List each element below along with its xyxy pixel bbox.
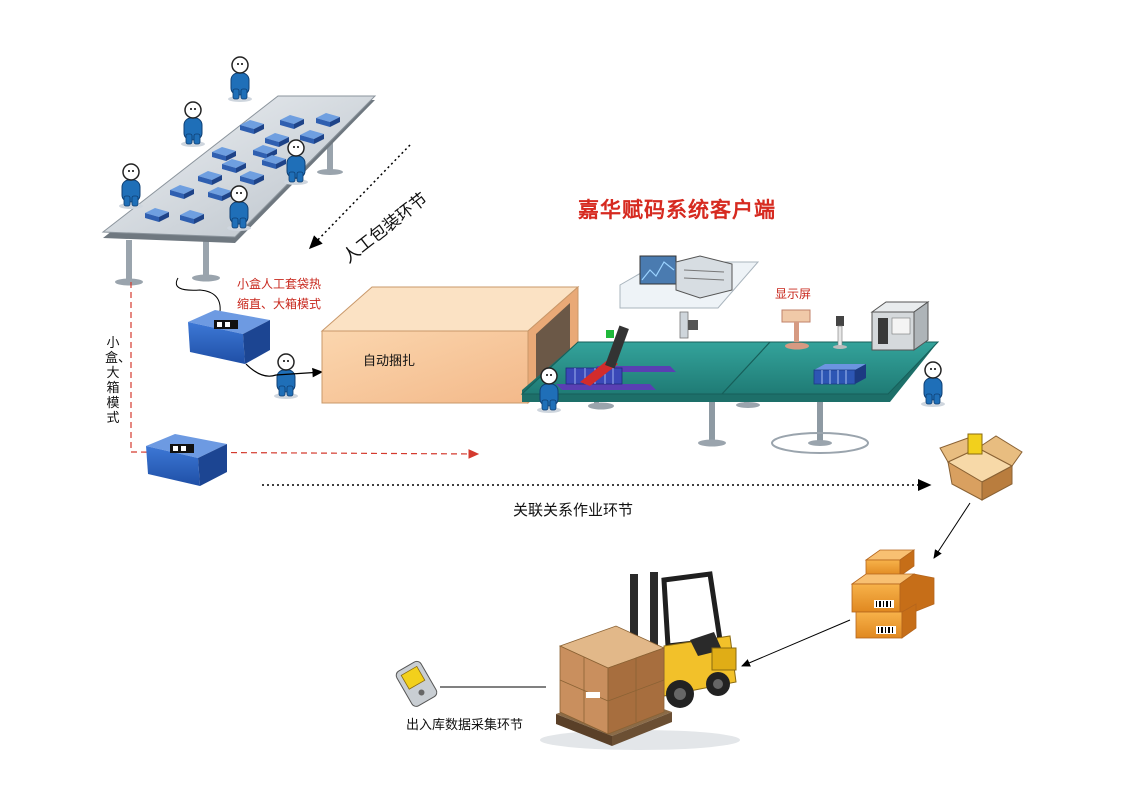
pallet-cartons: [556, 625, 672, 746]
bundler-worker: [273, 353, 299, 400]
blue-crate-2: [146, 434, 227, 486]
display-screen: [781, 309, 811, 350]
auto-bundling-label: 自动捆扎: [363, 354, 416, 369]
pda-device: [395, 660, 438, 707]
label-printer: [870, 301, 930, 351]
crate-to-bundler-arrow: [245, 363, 324, 378]
association-label: 关联关系作业环节: [513, 501, 634, 519]
conveyor-worker-left: [536, 367, 562, 414]
conveyor-product-group: [556, 325, 676, 390]
product-row: [813, 364, 866, 385]
diagram-title: 嘉华赋码系统客户端: [578, 197, 776, 222]
manual-packing-arrow: [308, 144, 411, 250]
vertical-mode-label: 小盒、大箱模式: [105, 336, 132, 426]
warehouse-collection-label: 出入库数据采集环节: [406, 718, 524, 733]
carton-to-stack-arrow: [933, 502, 971, 559]
auto-bundling-machine: [320, 285, 580, 405]
client-computer: [619, 255, 760, 339]
barcode-scanner: [833, 316, 847, 349]
stack-to-forklift-arrow: [741, 619, 851, 667]
conveyor-worker-right: [920, 361, 946, 408]
table-to-crate-curve: [175, 277, 221, 313]
small-box-mode-label-line2: 缩直、大箱模式: [237, 297, 322, 311]
open-carton: [939, 433, 1023, 501]
display-screen-label: 显示屏: [775, 287, 812, 301]
small-box-mode-label-line1: 小盒人工套袋热: [237, 277, 322, 291]
blue-crate-1: [188, 310, 270, 364]
red-dashed-right: [130, 449, 480, 459]
orange-box-stack: [850, 549, 935, 639]
conveyor-table: [520, 341, 940, 454]
